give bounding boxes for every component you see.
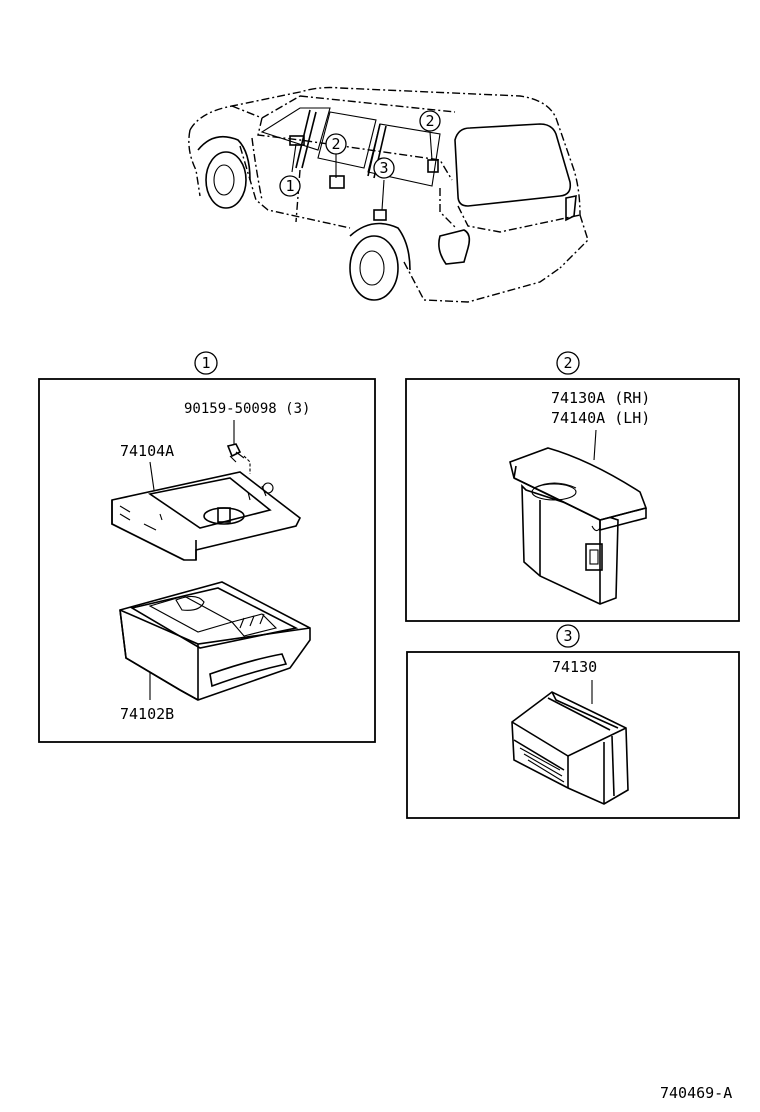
side-ashtray-part-number: 74130 (552, 658, 597, 676)
panel-1-callout: 1 (194, 351, 218, 375)
part-number-lh: 74140A (LH) (551, 409, 650, 427)
rear-ashtray-icon (509, 447, 648, 605)
panel-3-callout: 3 (556, 624, 580, 648)
vehicle-callout-1: 1 (279, 175, 301, 197)
panel-2-callout: 2 (556, 351, 580, 375)
svg-text:3: 3 (563, 627, 572, 645)
panel-1: 1 90159-50098 (3) 74104A 74102B (38, 351, 376, 743)
part-number-rh: 74130A (RH) (551, 389, 650, 407)
panel-2: 2 74130A (RH) 74140A (LH) (405, 351, 740, 622)
diagram-id: 740469-A (660, 1084, 732, 1102)
svg-text:1: 1 (285, 177, 294, 195)
bracket-part-number: 74104A (120, 442, 174, 460)
panel-1-frame (38, 378, 376, 743)
ashtray-part-number: 74102B (120, 705, 174, 723)
bolt-icon (226, 443, 251, 474)
panel-2-frame (405, 378, 740, 622)
svg-text:2: 2 (425, 112, 434, 130)
panel-3-frame (406, 651, 740, 819)
ashtray-icon (119, 581, 311, 701)
svg-text:3: 3 (379, 159, 388, 177)
svg-text:1: 1 (201, 354, 210, 372)
vehicle-callout-2-rear: 2 (419, 110, 441, 132)
side-ashtray-icon (511, 691, 629, 805)
bolt-part-number: 90159-50098 (3) (184, 401, 310, 417)
vehicle-callout-3: 3 (373, 157, 395, 179)
panel-3: 3 74130 (406, 624, 740, 819)
svg-text:2: 2 (563, 354, 572, 372)
vehicle-illustration (188, 86, 589, 303)
svg-text:2: 2 (331, 135, 340, 153)
vehicle-callout-2-front: 2 (325, 133, 347, 155)
bracket-icon (111, 471, 302, 561)
